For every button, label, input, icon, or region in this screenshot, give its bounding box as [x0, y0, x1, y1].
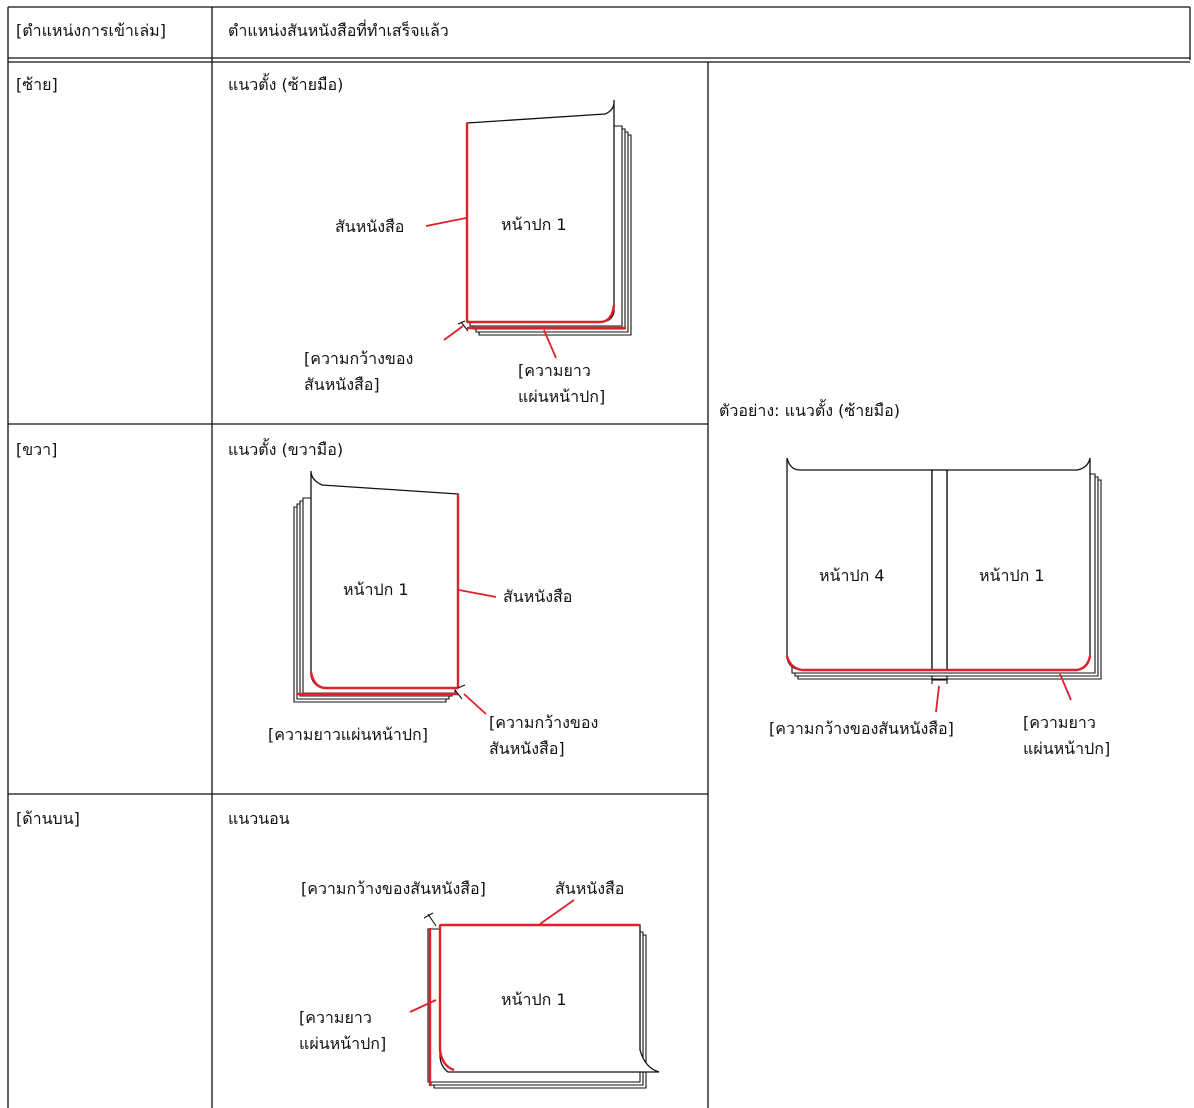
header-finished-spine-position: ตำแหน่งสันหนังสือที่ทำเสร็จแล้ว	[228, 21, 449, 40]
row-left-orientation: แนวตั้ง (ซ้ายมือ)	[228, 75, 344, 94]
row-top-position: [ด้านบน]	[16, 809, 80, 828]
top-cover-label: หน้าปก 1	[501, 990, 567, 1009]
top-cover-length-label: [ความยาว แผ่นหน้าปก]	[299, 1008, 387, 1053]
right-spine-label: สันหนังสือ	[503, 587, 573, 606]
left-spine-width-label: [ความกว้างของ สันหนังสือ]	[304, 349, 414, 394]
right-cover-length-label: [ความยาวแผ่นหน้าปก]	[268, 725, 428, 744]
example-cover1-label: หน้าปก 1	[979, 566, 1045, 585]
example-spine-width-label: [ความกว้างของสันหนังสือ]	[769, 719, 954, 738]
row-right-position: [ขวา]	[16, 440, 58, 459]
example-cover-length-label: [ความยาว แผ่นหน้าปก]	[1023, 713, 1111, 758]
left-cover-label: หน้าปก 1	[501, 215, 567, 234]
example-caption: ตัวอย่าง: แนวตั้ง (ซ้ายมือ)	[719, 401, 901, 420]
example-cover4-label: หน้าปก 4	[819, 566, 885, 585]
left-spine-label: สันหนังสือ	[335, 217, 405, 236]
right-cover-label: หน้าปก 1	[343, 580, 409, 599]
top-spine-label: สันหนังสือ	[555, 879, 625, 898]
left-cover-length-label: [ความยาว แผ่นหน้าปก]	[518, 361, 606, 406]
right-spine-width-label: [ความกว้างของ สันหนังสือ]	[489, 713, 599, 758]
header-binding-position: [ตำแหน่งการเข้าเล่ม]	[16, 21, 166, 40]
row-left-position: [ซ้าย]	[16, 75, 58, 94]
row-right-orientation: แนวตั้ง (ขวามือ)	[228, 440, 344, 459]
row-top-orientation: แนวนอน	[228, 809, 290, 828]
top-spine-width-label: [ความกว้างของสันหนังสือ]	[301, 879, 486, 898]
